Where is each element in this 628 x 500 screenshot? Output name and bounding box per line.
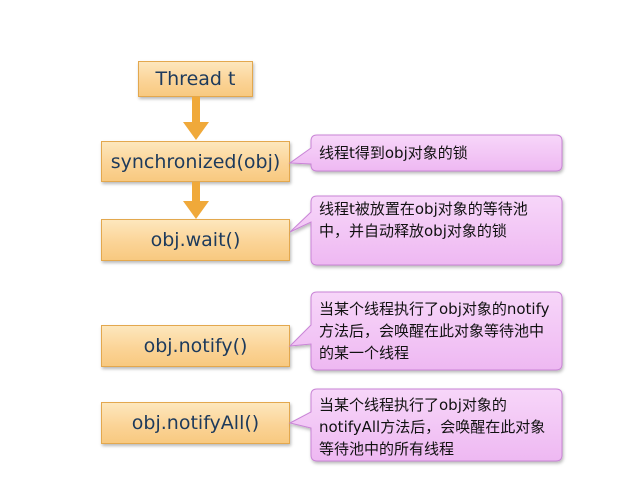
thread-t-box: Thread t — [138, 61, 253, 97]
arrow-sync-to-wait — [183, 182, 209, 219]
arrow-shaft — [192, 97, 200, 123]
notify-all-box: obj.notifyAll() — [101, 402, 290, 444]
wait-callout-bubble — [289, 195, 563, 266]
notify-callout-bubble — [288, 291, 563, 371]
wait-callout-text: 线程t被放置在obj对象的等待池中，并自动释放obj对象的锁 — [319, 200, 528, 240]
lock-callout-text: 线程t得到obj对象的锁 — [319, 144, 468, 162]
thread-t-label: Thread t — [155, 68, 236, 90]
notify-all-callout-bubble — [288, 388, 563, 462]
notify-all-label: obj.notifyAll() — [131, 412, 260, 434]
arrow-shaft — [192, 182, 200, 202]
wait-label: obj.wait() — [150, 229, 241, 251]
synchronized-label: synchronized(obj) — [110, 150, 281, 173]
notify-callout-text: 当某个线程执行了obj对象的notify方法后，会唤醒在此对象等待池中的某一个线… — [319, 300, 550, 362]
wait-box: obj.wait() — [101, 219, 290, 261]
arrow-head — [183, 122, 209, 140]
arrow-head — [183, 201, 209, 219]
arrow-thread-to-sync — [183, 97, 209, 140]
notify-label: obj.notify() — [143, 335, 248, 357]
notify-box: obj.notify() — [101, 325, 290, 367]
lock-callout-bubble — [288, 134, 563, 172]
synchronized-box: synchronized(obj) — [101, 141, 290, 182]
notify-all-callout-text: 当某个线程执行了obj对象的notifyAll方法后，会唤醒在此对象等待池中的所… — [319, 396, 546, 458]
